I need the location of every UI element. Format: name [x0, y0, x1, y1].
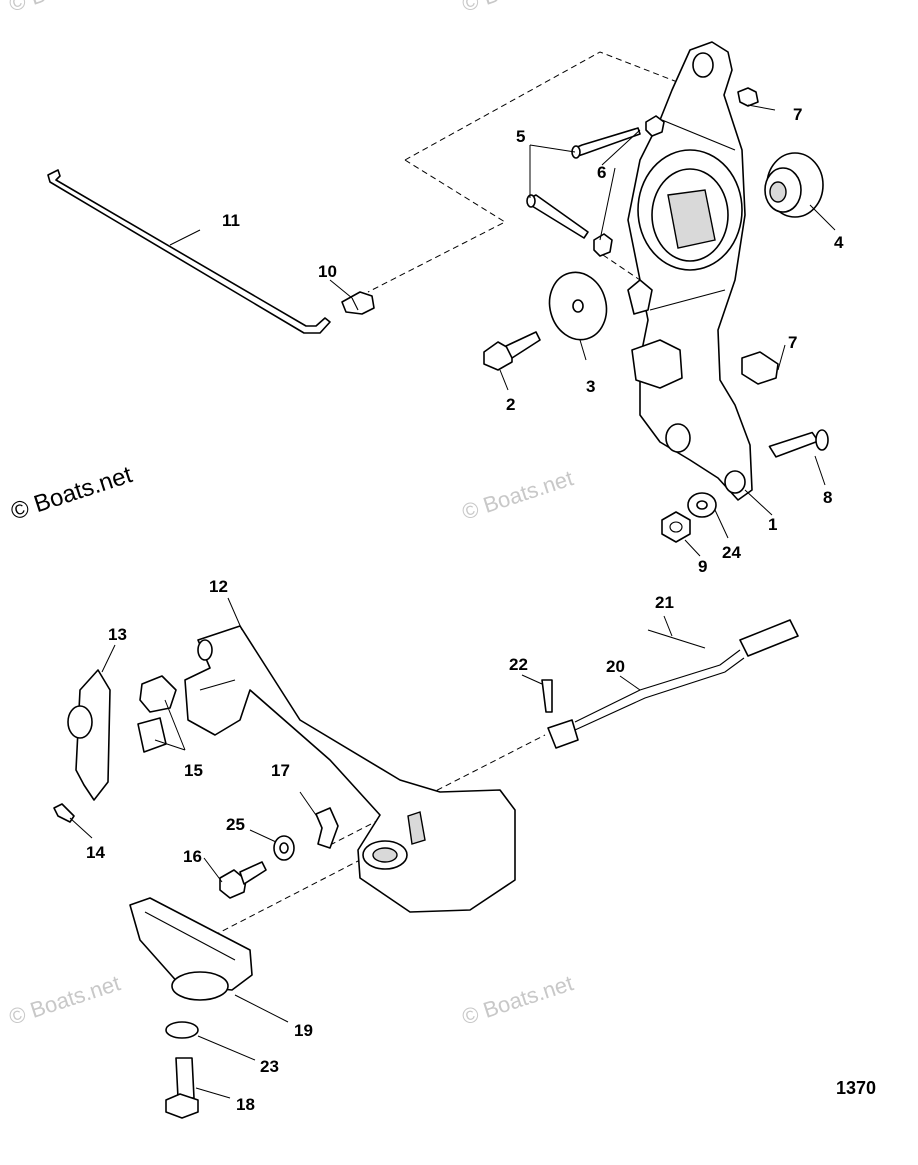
callout-1: 1	[768, 515, 777, 534]
dashed-guide	[404, 51, 686, 161]
callout-7-upper: 7	[793, 105, 802, 124]
leader-line	[579, 339, 587, 361]
cable-tie-part-21	[647, 629, 706, 649]
callout-10: 10	[318, 262, 337, 281]
leader-line	[619, 675, 641, 691]
callout-6: 6	[597, 163, 606, 182]
watermark-main: © Boats.net	[8, 461, 136, 526]
watermark-faint: © Boats.net	[459, 0, 576, 17]
callout-2: 2	[506, 395, 515, 414]
bolt-part-5-upper	[571, 127, 641, 159]
bracket-part-1	[627, 41, 753, 501]
clip-part-17	[315, 807, 339, 849]
leader-line	[197, 1035, 256, 1061]
leader-line	[684, 539, 701, 557]
watermark-faint: © Boats.net	[459, 970, 576, 1029]
leader-line	[195, 1087, 231, 1099]
harness-part-20	[547, 619, 799, 749]
callout-13: 13	[108, 625, 127, 644]
dashed-guide	[204, 859, 361, 941]
callout-22: 22	[509, 655, 528, 674]
callout-20: 20	[606, 657, 625, 676]
rod-part-11	[47, 169, 331, 334]
bolt-part-5-lower	[526, 194, 589, 239]
callout-8: 8	[823, 488, 832, 507]
spacer-part-7-lower	[741, 351, 779, 385]
leader-line	[329, 279, 353, 299]
nut-part-9	[661, 511, 691, 543]
callout-14: 14	[86, 843, 105, 862]
callout-24: 24	[722, 543, 741, 562]
leader-line	[529, 144, 576, 198]
callout-15: 15	[184, 761, 203, 780]
watermark-faint: © Boats.net	[6, 0, 123, 17]
leader-line	[499, 369, 509, 391]
leader-line	[227, 597, 243, 631]
nut-part-6-upper	[645, 115, 665, 137]
washer-part-25	[273, 835, 295, 861]
callout-17: 17	[271, 761, 290, 780]
plate-part-13	[67, 669, 111, 801]
bolt-part-2	[483, 331, 541, 371]
bushing-part-15-upper	[139, 675, 177, 713]
callout-25: 25	[226, 815, 245, 834]
callout-16: 16	[183, 847, 202, 866]
callout-7-lower: 7	[788, 333, 797, 352]
pin-part-8	[768, 429, 829, 458]
dashed-guide	[602, 254, 641, 281]
screw-part-22	[541, 679, 553, 713]
leader-line	[814, 455, 826, 486]
bolt-part-18	[165, 1057, 199, 1119]
leader-line	[169, 229, 201, 246]
leader-line	[203, 857, 223, 883]
watermark-faint: © Boats.net	[459, 465, 576, 524]
callout-5: 5	[516, 127, 525, 146]
callout-18: 18	[236, 1095, 255, 1114]
callout-12: 12	[209, 577, 228, 596]
leader-line	[154, 699, 186, 751]
washer-part-3	[548, 271, 608, 341]
bushing-part-15-lower	[137, 717, 167, 753]
spacer-part-7-upper	[737, 87, 759, 107]
dashed-guide	[367, 159, 507, 293]
washer-part-24	[687, 492, 717, 518]
callout-21: 21	[655, 593, 674, 612]
leader-line	[521, 674, 543, 685]
callout-11: 11	[222, 211, 240, 230]
screw-part-14	[53, 803, 75, 823]
callout-9: 9	[698, 557, 707, 576]
callout-3: 3	[586, 377, 595, 396]
callout-23: 23	[260, 1057, 279, 1076]
leader-line	[69, 817, 93, 839]
washer-part-23	[165, 1021, 199, 1039]
clip-part-10	[341, 291, 375, 315]
nut-part-6-lower	[593, 233, 613, 257]
bracket-part-12	[184, 625, 516, 913]
watermark-faint: © Boats.net	[6, 970, 123, 1029]
leader-line	[747, 104, 776, 111]
leader-line	[663, 615, 673, 637]
leader-line	[234, 994, 289, 1023]
bushing-part-4	[764, 152, 824, 218]
leader-line	[101, 644, 116, 673]
figure-number: 1370	[836, 1078, 876, 1098]
leader-line	[714, 509, 729, 539]
leader-line	[777, 344, 786, 371]
dashed-guide	[329, 734, 546, 846]
leader-line	[249, 829, 277, 843]
callout-4: 4	[834, 233, 844, 252]
leader-line	[744, 489, 773, 516]
leader-line	[299, 791, 319, 819]
bolt-part-16	[219, 861, 267, 899]
callout-19: 19	[294, 1021, 313, 1040]
housing-part-19	[129, 897, 253, 1001]
leader-line	[809, 204, 836, 231]
leader-line	[599, 129, 641, 241]
